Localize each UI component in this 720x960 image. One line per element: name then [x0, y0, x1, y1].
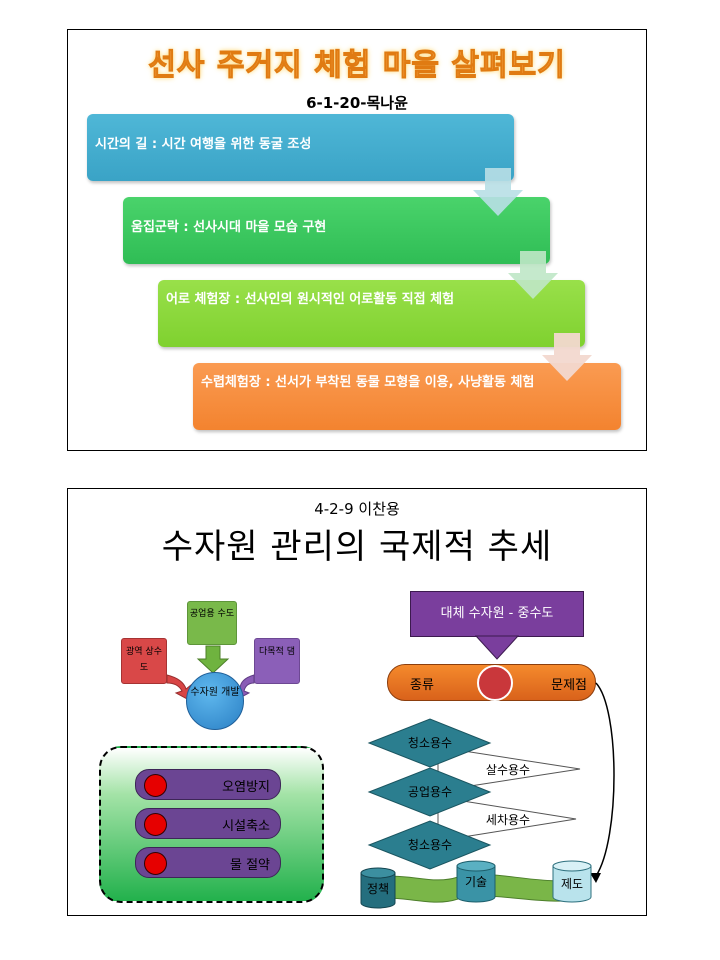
step-bar-1: 시간의 길 : 시간 여행을 위한 동굴 조성 [87, 114, 514, 181]
cylinder-policy: 정책 [360, 867, 396, 909]
step-bar-3: 어로 체험장 : 선사인의 원시적인 어로활동 직접 체험 [158, 280, 585, 347]
red-dot-icon [144, 774, 167, 797]
slide-top: 선사 주거지 체험 마을 살펴보기 6-1-20-목나윤 시간의 길 : 시간 … [67, 29, 647, 451]
regional-water-label: 광역 상수도 [126, 647, 162, 673]
triangle-shape [437, 746, 581, 792]
connector-curve [595, 682, 615, 877]
diamond-label-1: 청소용수 [408, 736, 452, 750]
water-development-circle: 수자원 개발 [186, 672, 244, 730]
conservation-item-label: 시설축소 [222, 819, 270, 834]
diamond-shape [367, 718, 492, 768]
cylinder-label: 기술 [465, 875, 487, 889]
header-down-arrow-icon [474, 635, 520, 660]
down-arrow-icon [473, 168, 523, 216]
conservation-item-label: 물 절약 [229, 858, 270, 873]
type-label: 종류 [410, 678, 434, 693]
water-development-label: 수자원 개발 [190, 687, 240, 698]
problem-label: 문제점 [551, 678, 587, 693]
cylinder-tech: 기술 [456, 860, 496, 903]
cylinder-system: 제도 [552, 860, 592, 903]
step-bar-4: 수렵체험장 : 선서가 부착된 동물 모형을 이용, 사냥활동 체험 [193, 363, 621, 430]
arrowhead-icon [590, 873, 601, 883]
slide-bottom: 4-2-9 이찬용 수자원 관리의 국제적 추세 공업용 수도 광역 상수도 다… [67, 488, 647, 916]
cylinder-label: 정책 [367, 881, 389, 896]
cylinder-label: 제도 [561, 877, 583, 891]
industrial-water-label: 공업용 수도 [189, 609, 235, 619]
slide2-subtitle: 4-2-9 이찬용 [314, 500, 400, 518]
diamond-label-3: 청소용수 [408, 838, 452, 852]
slide2-title: 수자원 관리의 국제적 추세 [161, 527, 553, 567]
conservation-item: 시설축소 [135, 808, 281, 839]
usage-label-2: 세차용수 [486, 813, 530, 827]
usage-label-1: 살수용수 [486, 763, 530, 777]
diamond-label-2: 공업용수 [408, 785, 452, 799]
conservation-panel: 오염방지 시설축소 물 절약 [99, 746, 324, 903]
type-problem-bar: 종류 문제점 [387, 664, 596, 701]
industrial-water-box: 공업용 수도 [187, 601, 237, 645]
red-dot-icon [144, 813, 167, 836]
slide1-title: 선사 주거지 체험 마을 살펴보기 [148, 48, 566, 84]
multipurpose-dam-box: 다목적 댐 [254, 638, 300, 684]
step-bar-2: 움집군락 : 선사시대 마을 모습 구현 [123, 197, 550, 264]
down-arrow-icon [508, 251, 558, 299]
conservation-item: 오염방지 [135, 769, 281, 800]
triangle-shape [437, 796, 577, 842]
diamond-shape [367, 767, 492, 817]
diamond-shape [367, 820, 492, 870]
conservation-item-label: 오염방지 [222, 780, 270, 795]
down-arrow-icon [542, 333, 592, 381]
red-dot-icon [144, 852, 167, 875]
regional-water-box: 광역 상수도 [121, 638, 167, 684]
multipurpose-dam-label: 다목적 댐 [259, 647, 295, 657]
conservation-item: 물 절약 [135, 847, 281, 878]
usage-diagram: 살수용수 세차용수 청소용수 공업용수 청소용수 정책 기술 제도 [360, 682, 615, 909]
center-circle-icon [477, 665, 513, 701]
slide1-subtitle: 6-1-20-목나윤 [306, 94, 408, 112]
